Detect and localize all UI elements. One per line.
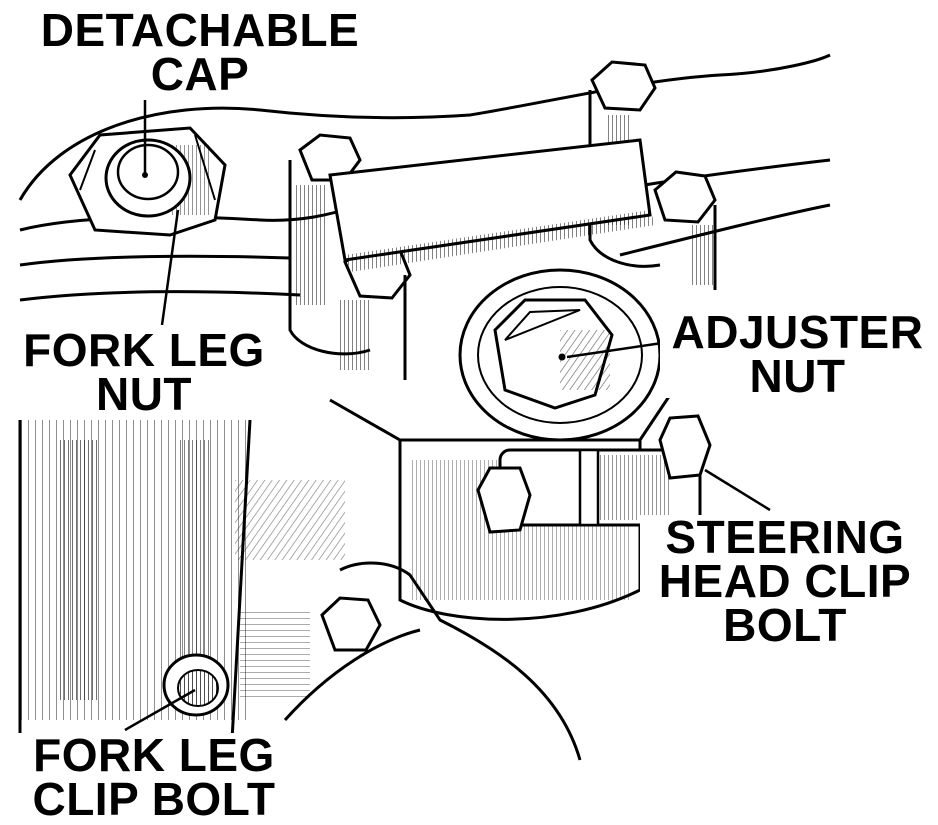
fork-leg-nut-label: FORK LEG NUT (4, 324, 284, 420)
adjuster-nut-label-line2: NUT (749, 350, 846, 402)
adjuster-nut-label-line1: ADJUSTER (671, 306, 924, 358)
fork-leg-clip-bolt-label-line1: FORK LEG (33, 729, 275, 781)
handlebar-tube (328, 138, 655, 272)
steering-head-clip-bolt-label-line1: STEERING (665, 511, 905, 563)
steering-head-clip-bolt-label-line2: HEAD CLIP (658, 555, 912, 607)
steering-head-clip-bolt-part (476, 414, 712, 534)
fork-leg-clip-bolt-label-line2: CLIP BOLT (32, 773, 276, 825)
steering-head-clip-bolt-label: STEERING HEAD CLIP BOLT (640, 511, 930, 651)
detachable-cap-part (104, 138, 192, 218)
detachable-cap-label-line2: CAP (150, 48, 250, 100)
fork-leg-clip-bolt-label: FORK LEG CLIP BOLT (4, 729, 304, 825)
adjuster-nut-part (458, 268, 662, 442)
adjuster-nut-label: ADJUSTER NUT (660, 306, 935, 402)
detachable-cap-label-line1: DETACHABLE (40, 4, 360, 56)
leader-lines (124, 100, 771, 732)
steering-head-clip-bolt-label-line3: BOLT (723, 599, 847, 651)
lower-bracket (235, 480, 582, 761)
fork-leg-clip-bolt-part (162, 653, 230, 717)
fork-leg-nut-label-line1: FORK LEG (23, 324, 265, 376)
detachable-cap-label: DETACHABLE CAP (20, 4, 380, 100)
fork-leg-nut-label-line2: NUT (95, 368, 193, 420)
